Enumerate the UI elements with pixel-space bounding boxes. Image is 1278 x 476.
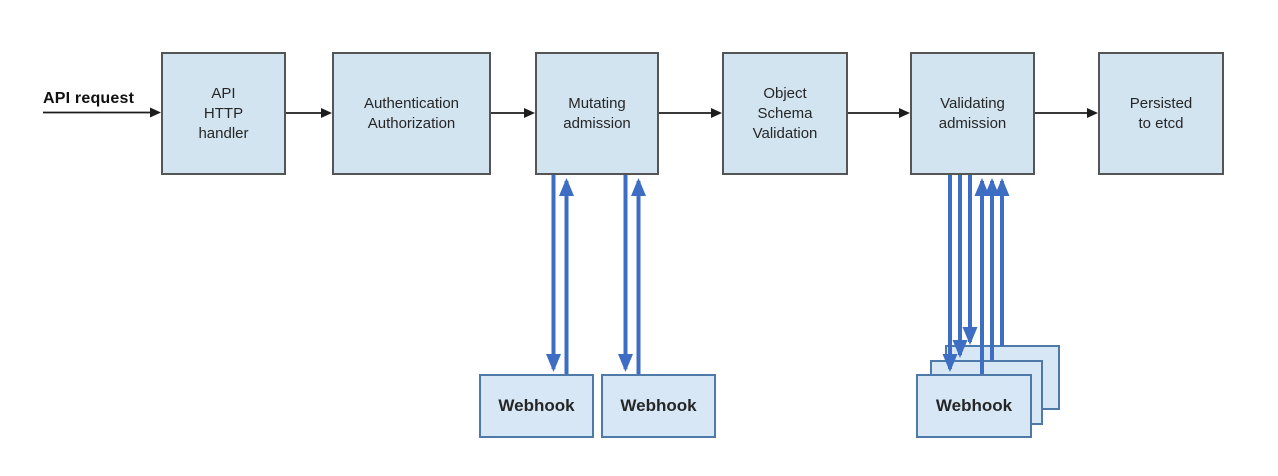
webhook-label: Webhook <box>498 396 575 415</box>
node-label-line: handler <box>198 124 249 142</box>
node-label-line: Object <box>763 84 807 102</box>
node-label-line: admission <box>938 114 1007 132</box>
api-request-label: API request <box>43 90 135 107</box>
node-label-line: Mutating <box>568 94 626 112</box>
node-label-line: Persisted <box>1129 94 1193 112</box>
webhook-box-validating-front: Webhook <box>916 374 1032 438</box>
node-validating-admission: Validating admission <box>910 52 1035 175</box>
node-label-line: Validating <box>940 94 1005 112</box>
webhook-label: Webhook <box>620 396 697 415</box>
webhook-box-mutating-1: Webhook <box>479 374 594 438</box>
node-authentication-authorization: Authentication Authorization <box>332 52 491 175</box>
node-label-line: to etcd <box>1138 114 1184 132</box>
node-label-line: Schema <box>757 104 813 122</box>
node-api-http-handler: API HTTP handler <box>161 52 286 175</box>
node-object-schema-validation: Object Schema Validation <box>722 52 848 175</box>
node-label-line: API <box>211 84 236 102</box>
node-label-line: HTTP <box>203 104 244 122</box>
node-label-line: admission <box>563 114 631 132</box>
node-mutating-admission: Mutating admission <box>535 52 659 175</box>
node-persisted-to-etcd: Persisted to etcd <box>1098 52 1224 175</box>
node-label-line: Authorization <box>367 114 456 132</box>
node-label-line: Validation <box>752 124 818 142</box>
webhook-label: Webhook <box>935 396 1013 415</box>
node-label-line: Authentication <box>363 94 460 112</box>
webhook-box-mutating-2: Webhook <box>601 374 716 438</box>
